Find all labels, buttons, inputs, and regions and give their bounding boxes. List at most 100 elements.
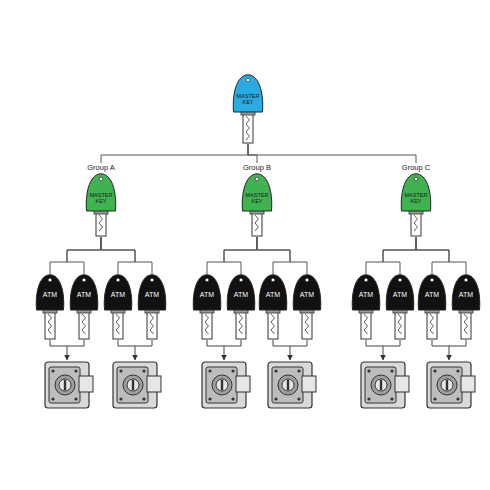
key-blade <box>268 309 278 339</box>
atm-key: ATM <box>349 274 383 340</box>
atm-key: ATM <box>415 274 449 340</box>
key-head <box>227 275 254 310</box>
group-label: Group A <box>76 163 126 173</box>
atm-key: ATM <box>383 274 417 340</box>
tree-connector <box>207 237 257 274</box>
key-head <box>193 275 220 310</box>
key-blade <box>202 309 212 339</box>
key-outline <box>451 274 481 340</box>
key-outline <box>232 74 264 144</box>
key-outline <box>137 274 167 340</box>
key-outline <box>192 274 222 340</box>
tree-connector <box>224 237 257 274</box>
master-key: MASTER KEY <box>223 74 273 144</box>
key-label: ATM <box>418 291 446 298</box>
key-blade <box>395 309 405 339</box>
key-blade <box>302 309 312 339</box>
key-label: MASTER KEY <box>401 193 431 205</box>
key-hole <box>205 278 209 282</box>
key-shape: ATM <box>292 274 322 340</box>
key-cuts <box>271 314 275 334</box>
key-head <box>293 275 320 310</box>
key-head <box>104 275 131 310</box>
key-label: ATM <box>293 291 321 298</box>
atm-key: ATM <box>290 274 324 340</box>
key-head <box>452 275 479 310</box>
tree-connector <box>248 144 257 163</box>
connectors <box>50 144 466 274</box>
key-outline <box>351 274 381 340</box>
key-shape: ATM <box>351 274 381 340</box>
key-outline <box>103 274 133 340</box>
key-label: ATM <box>104 291 132 298</box>
key-head <box>401 174 430 211</box>
key-shape: MASTER KEY <box>400 173 432 237</box>
tree-connector <box>257 237 307 274</box>
cam-lock <box>427 362 475 408</box>
atm-key: ATM <box>101 274 135 340</box>
key-hole <box>150 278 154 282</box>
key-cuts <box>430 314 434 334</box>
key-label: MASTER KEY <box>233 94 263 106</box>
tree-connector <box>248 144 416 163</box>
key-hole <box>99 177 103 181</box>
key-shape: ATM <box>226 274 256 340</box>
key-outline <box>69 274 99 340</box>
key-hole <box>271 278 275 282</box>
lock-arrow <box>50 340 84 360</box>
key-hole <box>305 278 309 282</box>
key-label: ATM <box>193 291 221 298</box>
key-label: MASTER KEY <box>242 193 272 205</box>
atm-key: ATM <box>33 274 67 340</box>
key-blade <box>113 309 123 339</box>
key-head <box>259 275 286 310</box>
key-head <box>242 174 271 211</box>
key-cuts <box>82 314 86 334</box>
tree-connector <box>67 237 101 274</box>
key-outline <box>292 274 322 340</box>
atm-key: ATM <box>256 274 290 340</box>
atm-key: ATM <box>135 274 169 340</box>
tree-connector <box>383 237 416 274</box>
key-blade <box>243 111 253 143</box>
key-cuts <box>398 314 402 334</box>
key-blade <box>461 309 471 339</box>
lock-arrow <box>366 340 400 360</box>
lock-arrow <box>432 340 466 360</box>
key-cuts <box>464 314 468 334</box>
key-blade <box>147 309 157 339</box>
key-shape: ATM <box>451 274 481 340</box>
tree-connector <box>101 144 248 163</box>
key-shape: MASTER KEY <box>232 74 264 144</box>
atm-key: ATM <box>449 274 483 340</box>
lock-arrow <box>118 340 152 360</box>
key-cuts <box>150 314 154 334</box>
key-hole <box>364 278 368 282</box>
key-hole <box>414 177 418 181</box>
key-label: ATM <box>138 291 166 298</box>
tree-connector <box>50 237 101 274</box>
key-cuts <box>99 215 103 231</box>
key-shape: MASTER KEY <box>241 173 273 237</box>
key-hole <box>464 278 468 282</box>
key-outline <box>85 173 117 237</box>
key-label: MASTER KEY <box>86 193 116 205</box>
key-head <box>70 275 97 310</box>
key-hole <box>398 278 402 282</box>
key-blade <box>361 309 371 339</box>
locks <box>45 362 475 408</box>
lock-arrow <box>273 340 307 360</box>
key-cuts <box>239 314 243 334</box>
key-cuts <box>305 314 309 334</box>
key-outline <box>417 274 447 340</box>
key-head <box>386 275 413 310</box>
key-to-lock-arrows <box>50 340 466 360</box>
key-blade <box>45 309 55 339</box>
group-master-key: Group CMASTER KEY <box>391 163 441 237</box>
atm-key: ATM <box>190 274 224 340</box>
key-hole <box>82 278 86 282</box>
group-label: Group B <box>232 163 282 173</box>
key-outline <box>385 274 415 340</box>
key-head <box>352 275 379 310</box>
